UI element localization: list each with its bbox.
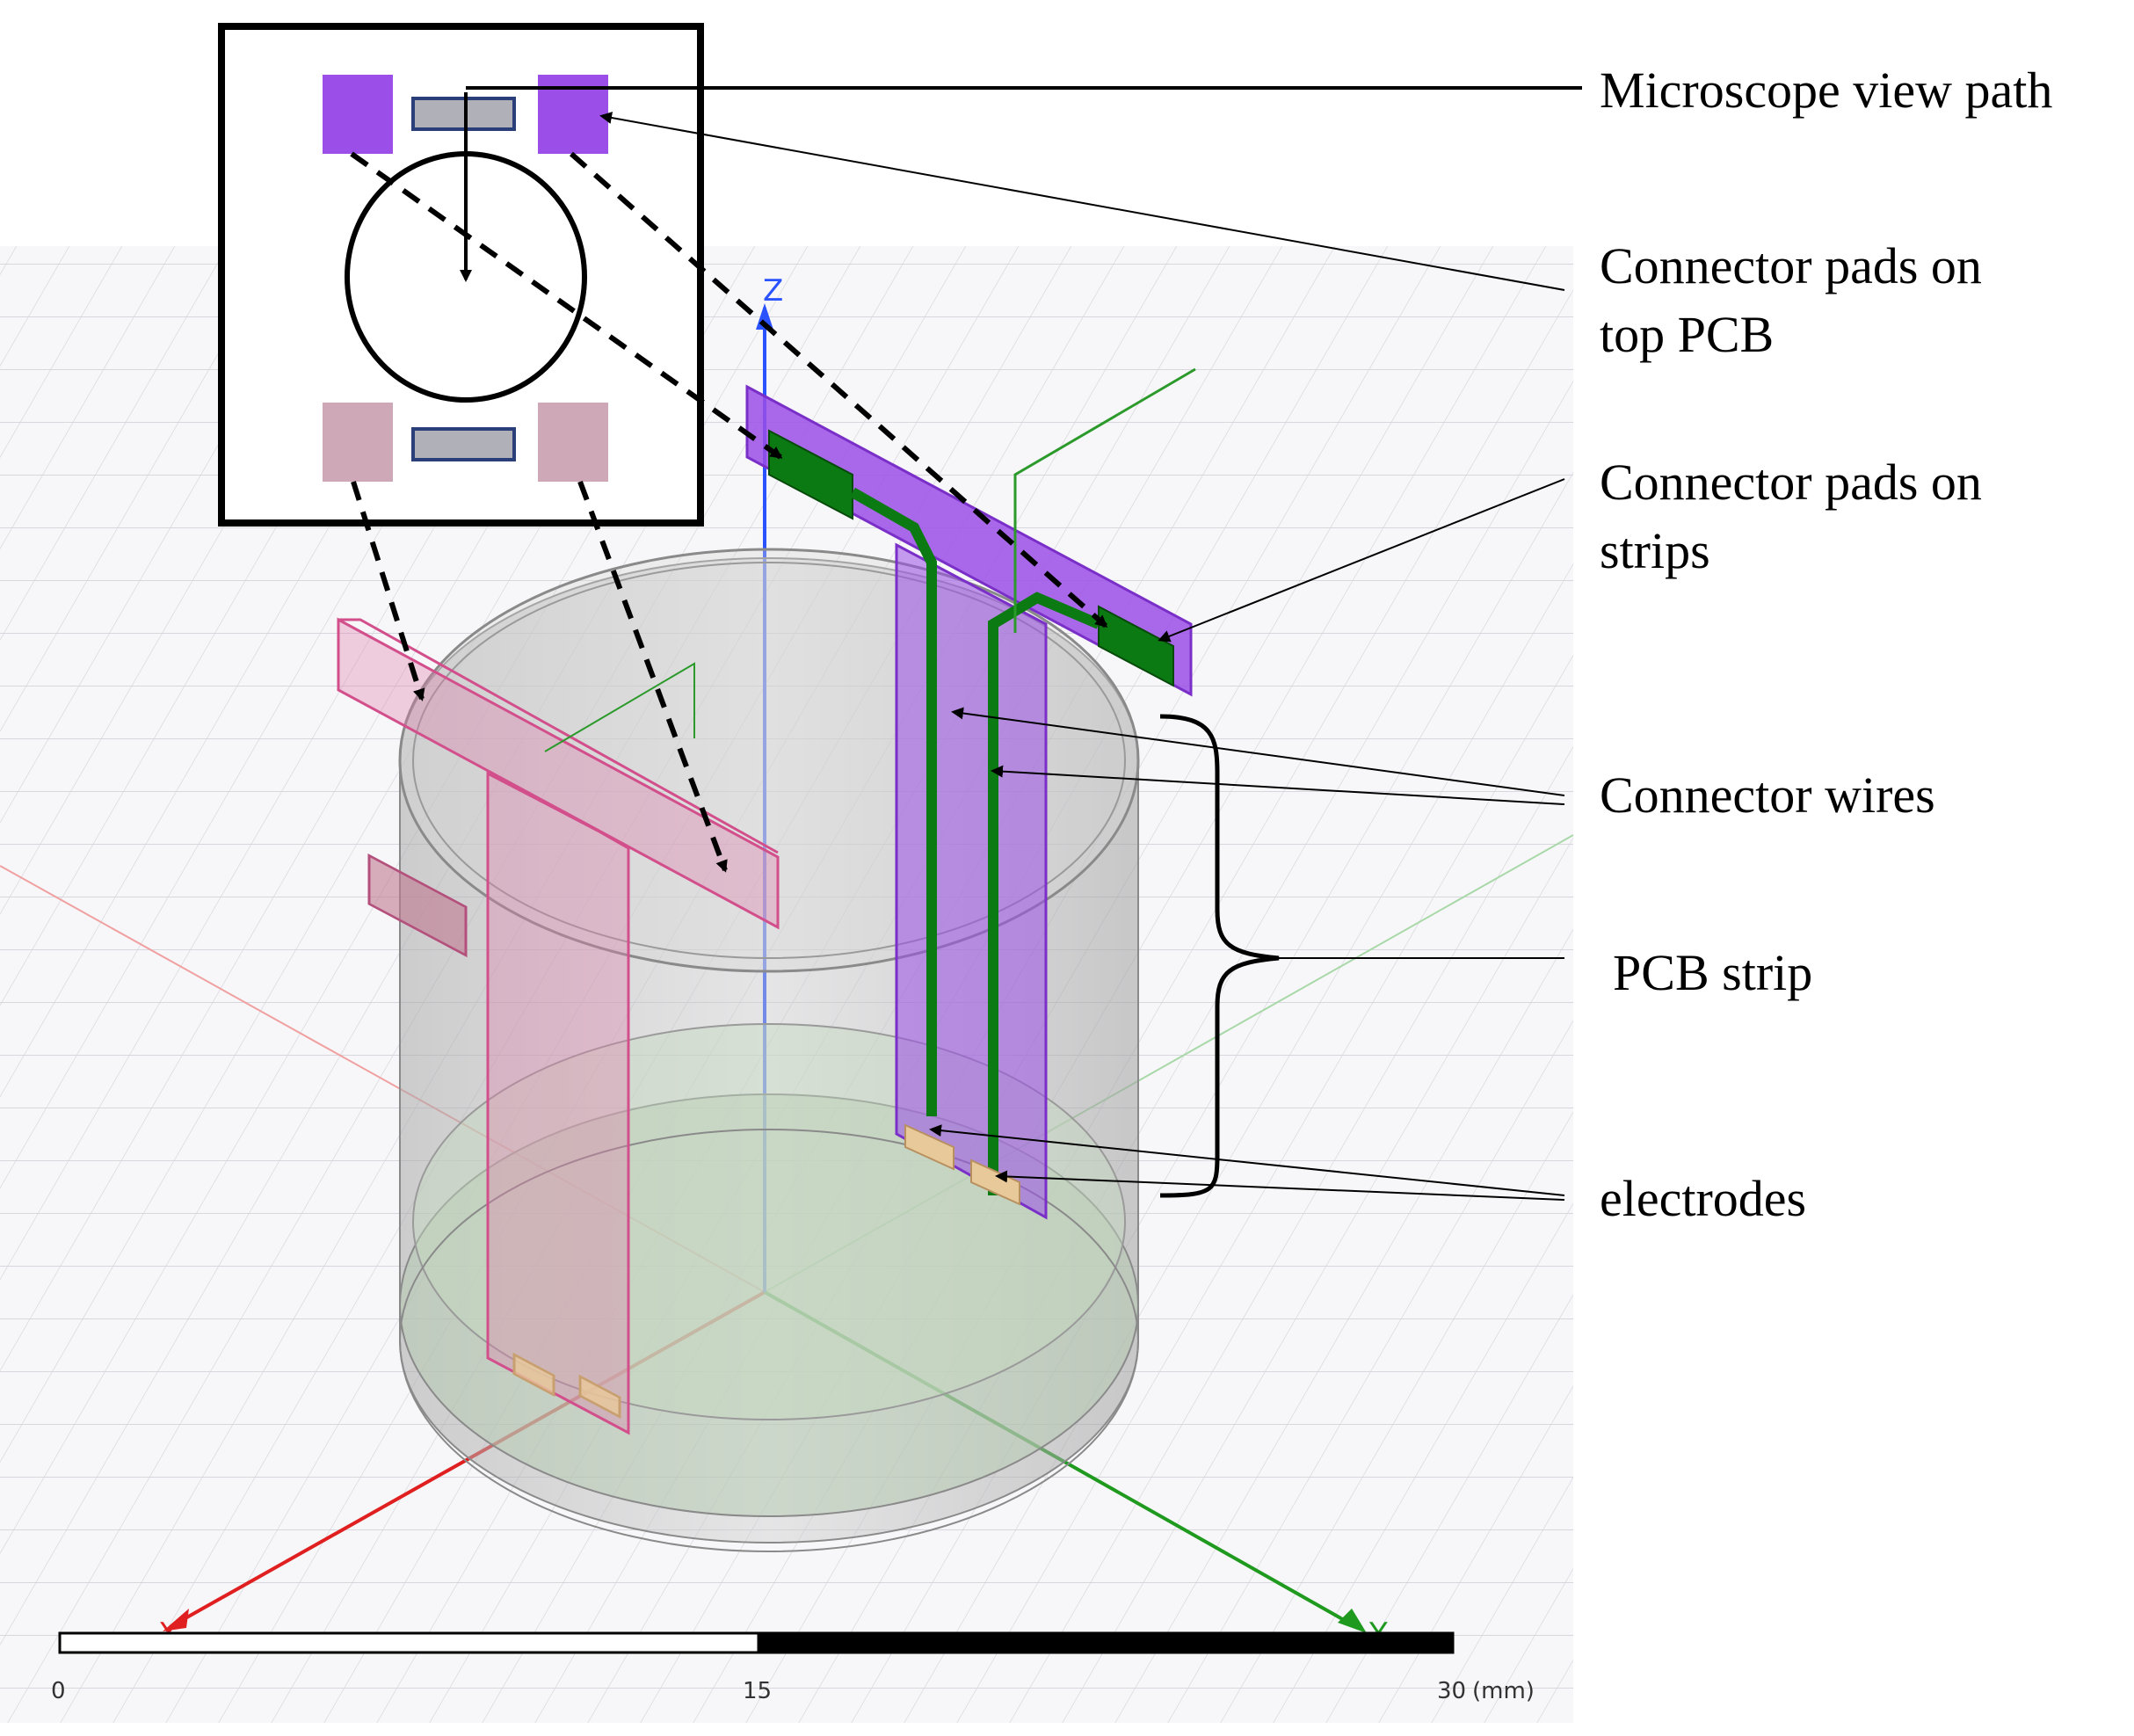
x-axis-arrowhead xyxy=(163,1609,189,1631)
scale-bar-white xyxy=(58,1631,760,1654)
label-connector-pads-top-line1: Connector pads on xyxy=(1600,237,1982,294)
inset-bottom-electrode xyxy=(411,427,516,461)
label-pcb-strip: PCB strip xyxy=(1613,944,1813,1001)
leader-lines xyxy=(466,86,1582,1201)
label-electrodes: electrodes xyxy=(1600,1170,1807,1227)
scale-tick-0: 0 xyxy=(51,1678,66,1704)
scale-bar-black xyxy=(757,1631,1455,1654)
pink-electrode-1 xyxy=(512,1352,555,1398)
inset-box xyxy=(218,23,704,527)
label-connector-wires: Connector wires xyxy=(1600,766,1935,824)
scale-tick-end: 30 xyxy=(1437,1678,1466,1704)
z-axis-label: Z xyxy=(763,273,783,309)
top-connector-pad-left xyxy=(768,429,853,520)
inset-top-pad-left xyxy=(323,75,393,154)
pink-top-bar xyxy=(337,617,780,930)
label-connector-pads-strips-line1: Connector pads on xyxy=(1600,454,1982,511)
inset-bottom-pad-left xyxy=(323,403,393,482)
inset-top-electrode xyxy=(411,97,516,131)
scale-tick-mid: 15 xyxy=(743,1678,772,1704)
top-connector-pad-right xyxy=(1098,605,1174,687)
label-connector-pads-strips: Connector pads on strips xyxy=(1600,448,1982,585)
label-microscope-view-path: Microscope view path xyxy=(1600,62,2053,119)
pink-pcb xyxy=(337,617,780,1435)
label-connector-pads-top-line2: top PCB xyxy=(1600,306,1775,363)
pink-strip xyxy=(486,771,630,1435)
label-connector-pads-top-pcb: Connector pads on top PCB xyxy=(1600,232,1982,369)
scale-bar: 0 15 30 (mm) xyxy=(51,1631,1535,1704)
pink-wire xyxy=(544,662,695,752)
scale-unit: (mm) xyxy=(1472,1678,1535,1704)
inset-bottom-pad-right xyxy=(538,403,608,482)
connector-wire-1 xyxy=(850,487,937,1116)
pcb-strip-brace xyxy=(1159,714,1280,1198)
label-connector-pads-strips-line2: strips xyxy=(1600,522,1710,579)
pink-connector-pad-left xyxy=(367,853,468,958)
y-axis-arrowhead xyxy=(1338,1609,1367,1633)
pink-electrode-2 xyxy=(578,1374,621,1420)
dashed-mapping-lines xyxy=(350,151,1108,873)
purple-wire xyxy=(1013,367,1196,633)
purple-strip xyxy=(895,542,1048,1220)
electrode-1 xyxy=(904,1123,954,1171)
